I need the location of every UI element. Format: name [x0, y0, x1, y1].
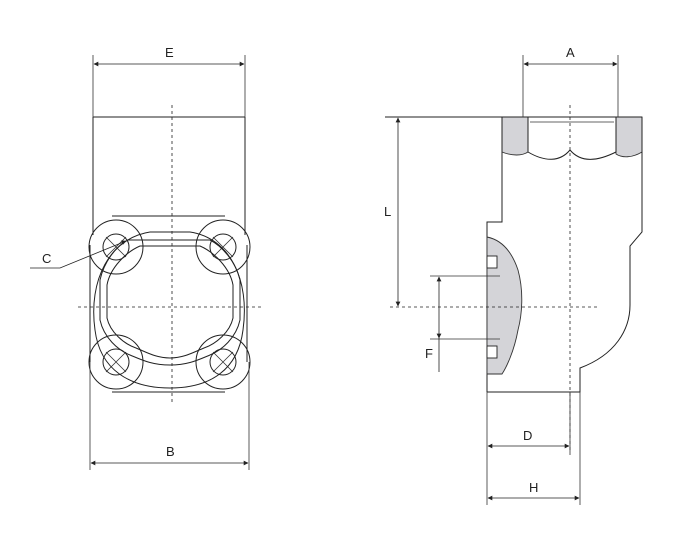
dimension-label-e: E: [165, 45, 174, 60]
dimension-label-h: H: [529, 480, 538, 495]
top-flange-left-section: [501, 116, 529, 156]
top-flange-right-section: [615, 116, 643, 158]
dimension-label-a: A: [566, 45, 575, 60]
side-port-section: [486, 236, 523, 375]
dimension-label-l: L: [384, 204, 391, 219]
dimension-label-c: C: [42, 251, 51, 266]
front-view: [30, 55, 262, 470]
dimension-label-b: B: [166, 444, 175, 459]
side-view: [385, 55, 643, 505]
dimension-label-d: D: [523, 428, 532, 443]
dimension-label-f: F: [425, 346, 433, 361]
